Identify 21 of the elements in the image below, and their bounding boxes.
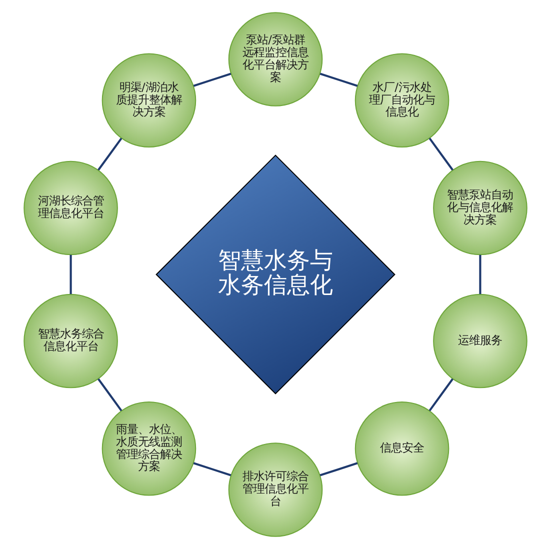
connector	[428, 138, 453, 171]
connector	[428, 378, 453, 412]
node-circle: 明渠/湖泊水质提升整体解决方案	[101, 53, 196, 148]
node-circle: 智慧水务综合信息化平台	[23, 294, 118, 388]
node-circle: 雨量、水位、水质无线监测管理综合解决方案	[101, 401, 196, 496]
node-circle: 河湖长综合管理信息化平台	[23, 160, 118, 256]
connector	[97, 378, 122, 412]
connector	[97, 138, 122, 171]
connector	[69, 254, 72, 294]
node-circle: 智慧泵站自动化与信息化解决方案	[432, 160, 527, 256]
node-circle: 水厂/污水处理厂自动化与信息化	[354, 53, 449, 148]
node-circle: 信息安全	[354, 401, 449, 496]
node-circle: 运维服务	[432, 294, 527, 388]
connector	[192, 462, 231, 476]
connector	[192, 72, 231, 87]
node-circle: 排水许可综合管理信息化平台	[228, 442, 322, 537]
connector	[319, 462, 358, 476]
node-diamond: 智慧水务与水务信息化	[155, 154, 395, 394]
connector	[478, 254, 481, 294]
node-circle: 泵站/泵站群远程监控信息化平台解决方案	[228, 12, 322, 106]
connector	[319, 72, 358, 87]
